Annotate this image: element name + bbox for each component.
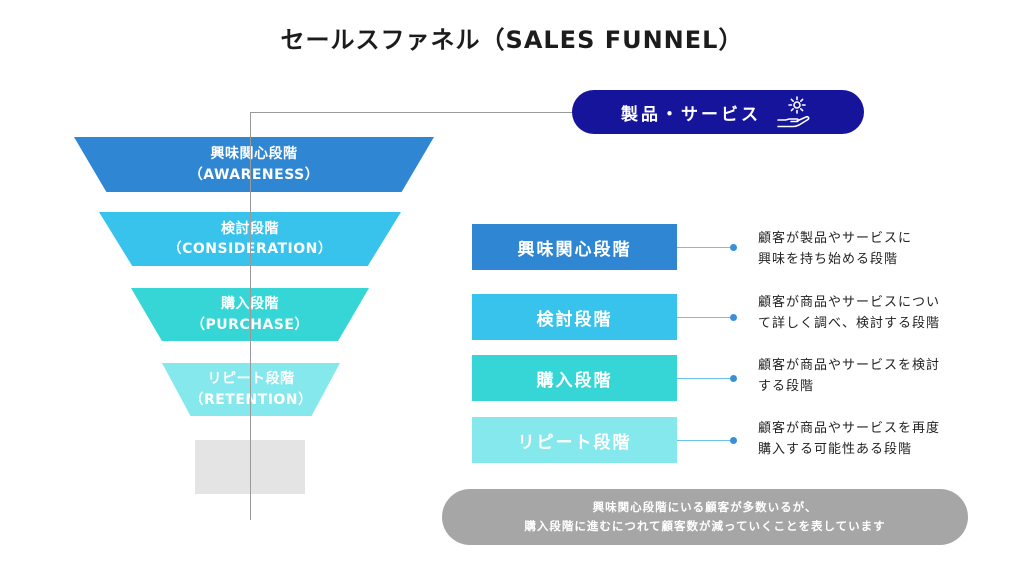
- stage-connector-line: [677, 378, 733, 379]
- description-line: する段階: [758, 378, 815, 394]
- funnel-layer-awareness: 興味関心段階 （AWARENESS）: [74, 137, 434, 192]
- funnel-layer-sublabel: （CONSIDERATION）: [167, 241, 333, 257]
- funnel-layer-sublabel: （RETENTION）: [189, 391, 313, 408]
- product-service-label: 製品・サービス: [621, 104, 761, 125]
- description-line: て詳しく調べ、検討する段階: [758, 315, 941, 331]
- funnel-layer-label: リピート段階: [207, 371, 295, 388]
- stage-description-retention: 顧客が商品やサービスを再度 購入する可能性ある段階: [758, 419, 998, 461]
- funnel-layer-label: 興味関心段階: [210, 146, 298, 163]
- summary-note: 興味関心段階にいる顧客が多数いるが、 購入段階に進むにつれて顧客数が減っていくこ…: [442, 489, 968, 545]
- funnel-layer-label: 購入段階: [221, 296, 279, 313]
- funnel-axis-line: [250, 112, 251, 520]
- stage-connector-dot: [730, 375, 737, 382]
- hand-gear-icon: [777, 96, 810, 128]
- stage-connector-dot: [730, 314, 737, 321]
- description-line: 顧客が製品やサービスに: [758, 231, 913, 246]
- stage-description-consideration: 顧客が商品やサービスについ て詳しく調べ、検討する段階: [758, 293, 998, 335]
- stage-box-awareness: 興味関心段階: [472, 224, 677, 270]
- description-line: 顧客が商品やサービスを再度: [758, 421, 941, 436]
- funnel-layer-sublabel: （AWARENESS）: [188, 166, 320, 183]
- summary-note-line: 興味関心段階にいる顧客が多数いるが、: [592, 500, 818, 515]
- stage-connector-line: [677, 247, 733, 248]
- stage-connector-dot: [730, 244, 737, 251]
- description-line: 顧客が商品やサービスを検討: [758, 358, 941, 373]
- stage-box-purchase: 購入段階: [472, 355, 677, 401]
- stage-box-retention: リピート段階: [472, 417, 677, 463]
- summary-note-line: 購入段階に進むにつれて顧客数が減っていくことを表しています: [524, 519, 886, 533]
- description-line: 購入する可能性ある段階: [758, 441, 913, 457]
- description-line: 興味を持ち始める段階: [758, 251, 899, 267]
- funnel-layer-retention: リピート段階 （RETENTION）: [162, 363, 340, 416]
- stage-description-purchase: 顧客が商品やサービスを検討 する段階: [758, 356, 998, 398]
- connector-line-horizontal: [250, 112, 580, 113]
- funnel-layer-sublabel: （PURCHASE）: [191, 315, 309, 335]
- stage-description-awareness: 顧客が製品やサービスに 興味を持ち始める段階: [758, 229, 998, 271]
- page-title: セールスファネル（SALES FUNNEL）: [280, 26, 744, 54]
- funnel-layer-label: 検討段階: [221, 220, 279, 237]
- product-service-pill: 製品・サービス: [572, 90, 864, 134]
- stage-connector-line: [677, 440, 733, 441]
- stage-connector-line: [677, 317, 733, 318]
- stage-box-consideration: 検討段階: [472, 294, 677, 340]
- description-line: 顧客が商品やサービスについ: [758, 295, 941, 310]
- stage-connector-dot: [730, 437, 737, 444]
